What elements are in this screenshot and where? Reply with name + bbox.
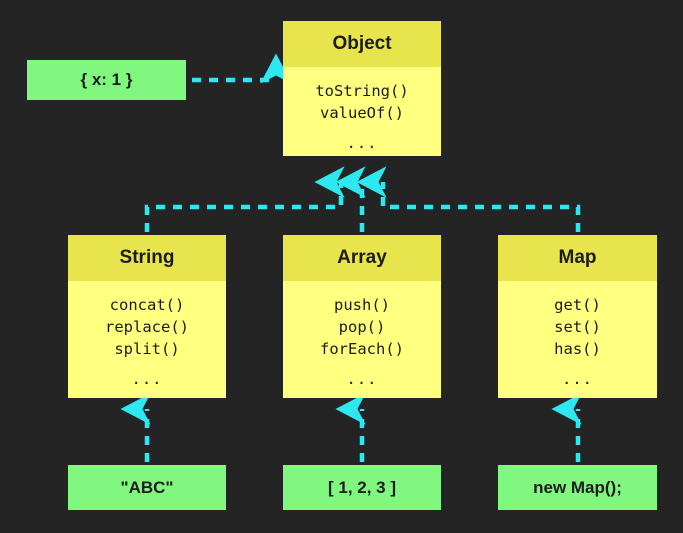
class-members-map: get() set() has() ... [498, 281, 657, 398]
class-title-map: Map [498, 235, 657, 281]
class-box-map[interactable]: Map get() set() has() ... [498, 235, 657, 398]
instance-box-map-instance[interactable]: new Map(); [498, 465, 657, 510]
instance-box-object-literal[interactable]: { x: 1 } [27, 60, 186, 100]
member-item: replace() [105, 318, 189, 336]
arrow-string-to-object [144, 166, 345, 232]
class-members-string: concat() replace() split() ... [68, 281, 226, 398]
member-item: valueOf() [320, 104, 404, 122]
instance-box-string-literal[interactable]: "ABC" [68, 465, 226, 510]
member-item: push() [334, 296, 390, 314]
class-members-object: toString() valueOf() ... [283, 67, 441, 156]
class-box-array[interactable]: Array push() pop() forEach() ... [283, 235, 441, 398]
member-item: split() [114, 340, 180, 358]
class-box-object[interactable]: Object toString() valueOf() ... [283, 21, 441, 156]
class-title-string: String [68, 235, 226, 281]
member-item: concat() [109, 296, 185, 314]
class-title-array: Array [283, 235, 441, 281]
member-item: toString() [315, 82, 409, 100]
class-box-string[interactable]: String concat() replace() split() ... [68, 235, 226, 398]
member-ellipsis: ... [346, 134, 378, 152]
member-item: has() [554, 340, 601, 358]
member-ellipsis: ... [131, 370, 163, 388]
member-ellipsis: ... [562, 370, 593, 388]
member-item: forEach() [320, 340, 404, 358]
member-ellipsis: ... [346, 370, 378, 388]
member-item: set() [554, 318, 601, 336]
class-title-object: Object [283, 21, 441, 67]
class-members-array: push() pop() forEach() ... [283, 281, 441, 398]
member-item: pop() [338, 318, 386, 336]
arrow-map-to-object [356, 166, 581, 232]
instance-box-array-literal[interactable]: [ 1, 2, 3 ] [283, 465, 441, 510]
member-item: get() [554, 296, 601, 314]
